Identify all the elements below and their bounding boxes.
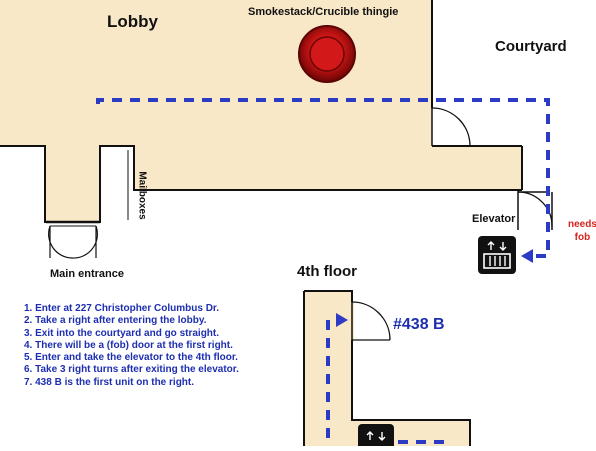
directions-list: 1. Enter at 227 Christopher Columbus Dr.… (24, 303, 239, 389)
main-entrance-label: Main entrance (50, 268, 124, 280)
smokestack-label: Smokestack/Crucible thingie (248, 6, 399, 18)
direction-step: 5. Enter and take the elevator to the 4t… (24, 352, 238, 364)
unit-door-icon (351, 301, 391, 341)
direction-step: 4. There will be a (fob) door at the fir… (24, 339, 233, 351)
fob-door-icon (517, 191, 553, 230)
direction-step: 6. Take 3 right turns after exiting the … (24, 364, 239, 376)
ground-floor-route (96, 98, 550, 258)
unit-label: #438 B (393, 316, 445, 333)
fourth-floor-wall-right (351, 340, 471, 446)
courtyard-label: Courtyard (495, 38, 567, 55)
direction-step: 7. 438 B is the first unit on the right. (24, 376, 195, 388)
lobby-label: Lobby (107, 12, 158, 31)
direction-step: 1. Enter at 227 Christopher Columbus Dr. (24, 303, 220, 314)
lobby-floor-area (0, 0, 522, 222)
mailboxes-label: Mailboxes (136, 171, 148, 220)
direction-step: 2. Take a right after entering the lobby… (24, 315, 207, 327)
smokestack-circle-icon (298, 25, 356, 83)
elevator-icon-fourth-floor (358, 424, 394, 451)
fourth-floor-route (326, 318, 336, 438)
direction-step: 3. Exit into the courtyard and go straig… (24, 327, 220, 339)
main-entrance-door-icon (46, 220, 100, 259)
needs-fob-note: needs fob (568, 219, 596, 243)
fourth-floor-wall-top (304, 290, 353, 302)
fourth-floor-area (304, 291, 470, 446)
fourth-floor-label: 4th floor (297, 263, 357, 280)
elevator-label: Elevator (472, 213, 516, 225)
route-arrow-to-unit-icon (336, 313, 348, 327)
elevator-icon (478, 236, 516, 274)
courtyard-door-icon (431, 107, 471, 147)
lobby-wall-outline (0, 145, 522, 223)
route-arrow-to-elevator-icon (521, 249, 533, 263)
